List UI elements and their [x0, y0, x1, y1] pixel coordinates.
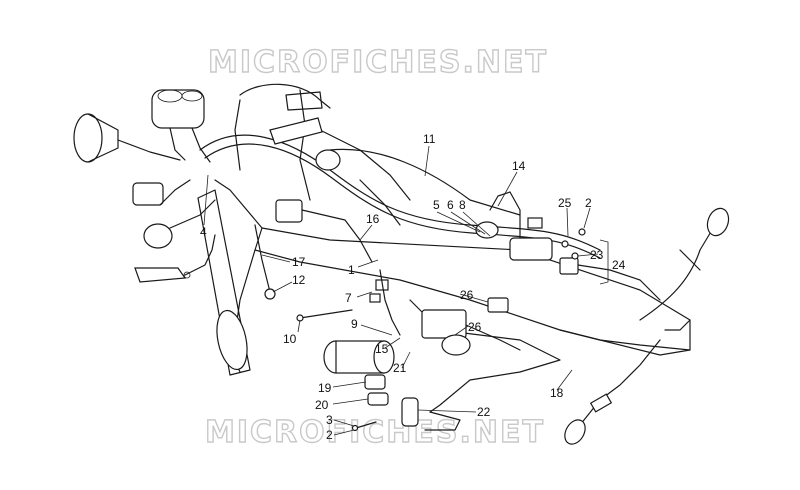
callout-6: 6: [447, 198, 454, 212]
callout-26-bottom: 26: [468, 320, 482, 334]
callout-25: 25: [558, 196, 572, 210]
horn: [73, 113, 181, 163]
callout-5: 5: [433, 198, 440, 212]
callout-8: 8: [459, 198, 466, 212]
rear-harness: [564, 207, 730, 445]
relay-box: [475, 191, 553, 261]
callout-4: 4: [200, 225, 207, 239]
callout-7: 7: [345, 291, 352, 305]
battery-area: [421, 297, 521, 356]
callout-11: 11: [423, 132, 436, 146]
callout-20: 20: [315, 398, 329, 412]
callout-16: 16: [366, 212, 380, 226]
left-switch-group: [132, 179, 216, 249]
callout-24: 24: [612, 258, 626, 272]
callout-2-top: 2: [585, 196, 592, 210]
callout-19: 19: [318, 381, 332, 395]
callout-9: 9: [351, 317, 358, 331]
callout-18: 18: [550, 386, 564, 400]
callout-1: 1: [348, 263, 355, 277]
callout-12: 12: [292, 273, 306, 287]
callout-21: 21: [393, 361, 407, 375]
callout-26-top: 26: [460, 288, 474, 302]
watermark-bottom: MICROFICHES.NET: [205, 415, 545, 450]
main-wire-bundle: [199, 83, 601, 259]
bolt-10: [296, 309, 353, 322]
callout-3: 3: [326, 413, 333, 427]
left-grip: [134, 234, 216, 283]
connector-22: [401, 397, 419, 427]
center-switch-cluster: [275, 179, 401, 263]
right-grip: [269, 91, 341, 171]
callout-14: 14: [512, 159, 526, 173]
callout-2-bottom: 2: [326, 428, 333, 442]
relays-1-7: [369, 269, 401, 336]
watermark-top: MICROFICHES.NET: [208, 45, 548, 80]
starter-motor: [323, 340, 395, 406]
callout-17: 17: [292, 255, 306, 269]
callout-labels: 11 14 25 2 5 6 8 23 24 16 4 17 12 1 7 26…: [200, 132, 626, 442]
callout-10: 10: [283, 332, 297, 346]
screws-2-3: [351, 421, 377, 432]
callout-15: 15: [375, 342, 389, 356]
instrument-cluster: [151, 89, 211, 163]
callout-22: 22: [477, 405, 491, 419]
frame-downtube: [197, 189, 251, 376]
leader-lines: [203, 145, 609, 436]
sensor-lead: [254, 224, 276, 300]
callout-23: 23: [590, 248, 604, 262]
